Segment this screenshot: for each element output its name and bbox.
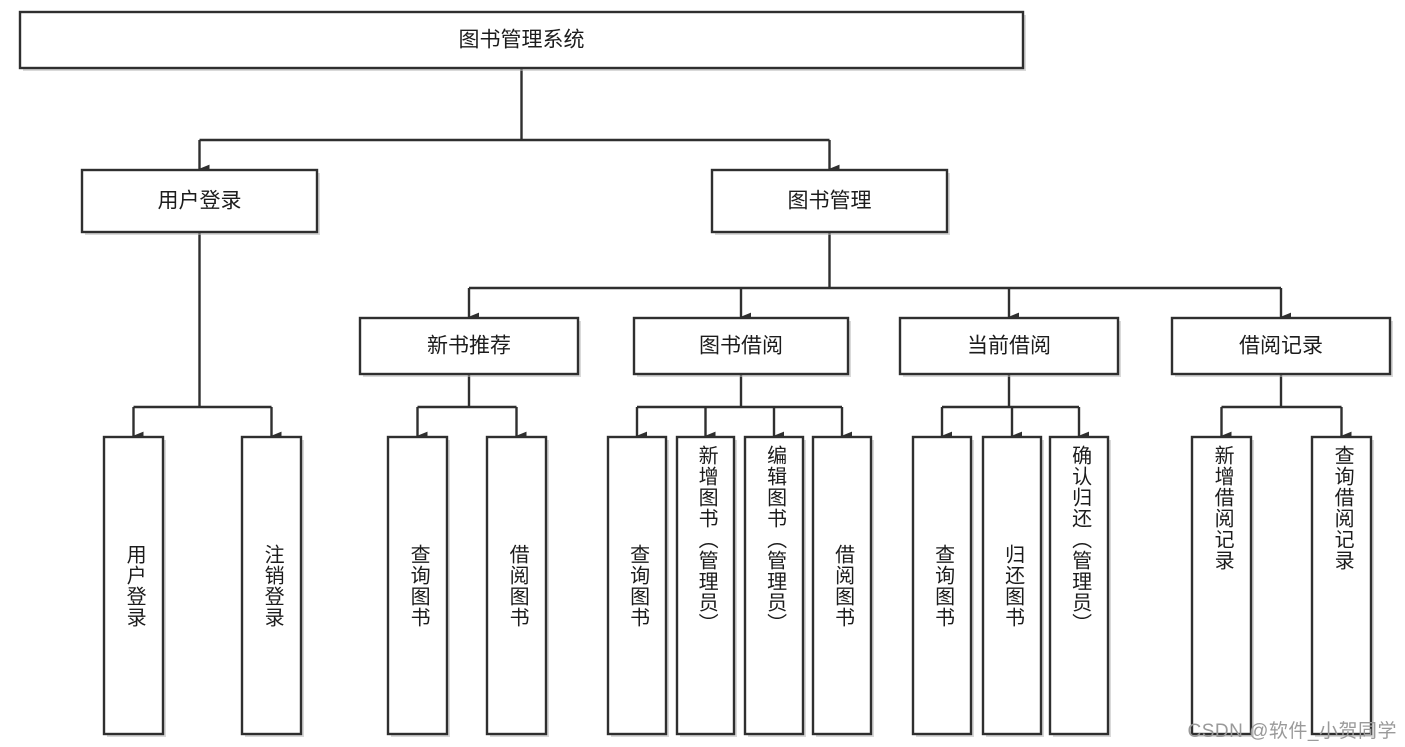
node-leaf-borrow-book-2[interactable] bbox=[811, 435, 874, 737]
watermark-text: CSDN @软件_小贺同学 bbox=[1187, 721, 1397, 742]
node-book-manage[interactable]: 图书管理 bbox=[710, 168, 950, 235]
node-leaf-query-book-3[interactable] bbox=[911, 435, 974, 737]
edge-group-book_borrow bbox=[635, 374, 853, 441]
node-leaf-add-record[interactable] bbox=[1190, 435, 1254, 737]
node-label: 用户登录 bbox=[158, 190, 242, 213]
edge-group-new_book_rec bbox=[416, 374, 527, 441]
node-label: 图书管理 bbox=[788, 190, 872, 213]
node-leaf-add-book[interactable] bbox=[675, 435, 737, 737]
connector-layer bbox=[132, 68, 1352, 441]
edge-group-borrow_record bbox=[1220, 374, 1352, 441]
node-label: 图书借阅 bbox=[699, 335, 783, 358]
node-leaf-logout[interactable] bbox=[240, 435, 304, 737]
edge-group-book_manage bbox=[467, 232, 1292, 322]
node-leaf-query-record[interactable] bbox=[1310, 435, 1374, 737]
node-user-login[interactable]: 用户登录 bbox=[80, 168, 320, 235]
node-leaf-query-book-2[interactable] bbox=[606, 435, 669, 737]
node-label: 图书管理系统 bbox=[459, 29, 585, 52]
node-new-book-rec[interactable]: 新书推荐 bbox=[358, 316, 581, 377]
edge-group-user_login bbox=[132, 232, 282, 441]
edge-group-current_borrow bbox=[940, 374, 1090, 441]
node-root[interactable]: 图书管理系统 bbox=[18, 10, 1026, 71]
node-label: 借阅记录 bbox=[1239, 335, 1323, 358]
node-leaf-query-book-1[interactable] bbox=[386, 435, 450, 737]
node-borrow-record[interactable]: 借阅记录 bbox=[1170, 316, 1393, 377]
node-book-borrow[interactable]: 图书借阅 bbox=[632, 316, 851, 377]
node-leaf-user-login[interactable] bbox=[102, 435, 166, 737]
node-leaf-edit-book[interactable] bbox=[743, 435, 806, 737]
edge-group-root bbox=[198, 68, 840, 174]
node-label: 新书推荐 bbox=[427, 335, 511, 358]
node-leaf-borrow-book-1[interactable] bbox=[485, 435, 549, 737]
node-leaf-confirm-return[interactable] bbox=[1048, 435, 1111, 737]
node-current-borrow[interactable]: 当前借阅 bbox=[898, 316, 1121, 377]
node-label: 当前借阅 bbox=[967, 335, 1051, 358]
node-leaf-return-book[interactable] bbox=[981, 435, 1044, 737]
